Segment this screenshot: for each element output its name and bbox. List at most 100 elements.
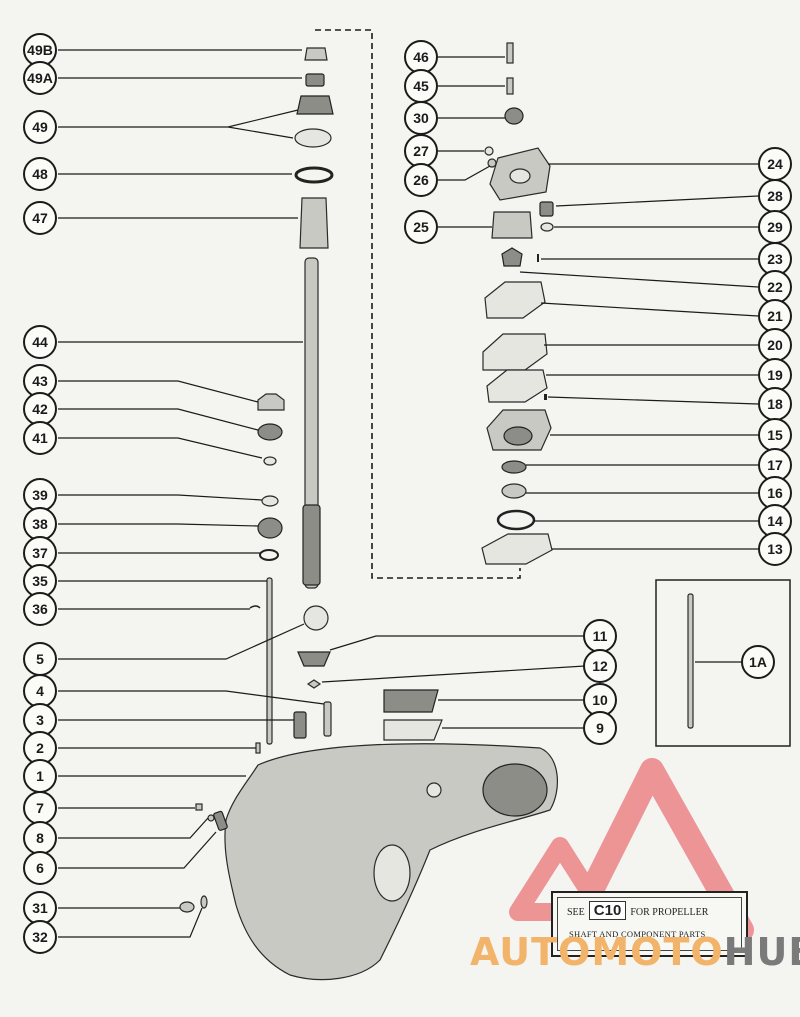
svg-text:37: 37 bbox=[32, 545, 48, 561]
part-4 bbox=[323, 701, 332, 737]
svg-text:29: 29 bbox=[767, 219, 783, 235]
svg-text:35: 35 bbox=[32, 573, 48, 589]
part-11-pinion bbox=[297, 651, 331, 667]
callout-47: 47 bbox=[23, 201, 57, 235]
part-3 bbox=[293, 711, 307, 739]
part-35-shift-shaft bbox=[266, 577, 273, 745]
callout-4: 4 bbox=[23, 674, 57, 708]
svg-text:1A: 1A bbox=[749, 654, 767, 670]
callout-1: 1 bbox=[23, 759, 57, 793]
svg-text:6: 6 bbox=[36, 860, 44, 876]
svg-text:46: 46 bbox=[413, 49, 429, 65]
part-10 bbox=[383, 689, 439, 713]
svg-text:4: 4 bbox=[36, 683, 44, 699]
svg-text:36: 36 bbox=[32, 601, 48, 617]
part-24-hole bbox=[509, 168, 531, 184]
svg-text:12: 12 bbox=[592, 658, 608, 674]
svg-text:10: 10 bbox=[592, 692, 608, 708]
callout-13: 13 bbox=[758, 532, 792, 566]
svg-text:30: 30 bbox=[413, 110, 429, 126]
part-46 bbox=[506, 42, 514, 64]
part-41 bbox=[263, 456, 277, 466]
part-49B bbox=[304, 47, 328, 61]
svg-text:17: 17 bbox=[767, 457, 783, 473]
callout-30: 30 bbox=[404, 101, 438, 135]
svg-text:3: 3 bbox=[36, 712, 44, 728]
part-9 bbox=[383, 719, 443, 741]
svg-text:32: 32 bbox=[32, 929, 48, 945]
callout-44: 44 bbox=[23, 325, 57, 359]
callout-42: 42 bbox=[23, 392, 57, 426]
part-47 bbox=[299, 197, 329, 249]
svg-text:9: 9 bbox=[596, 720, 604, 736]
note-line-2: SHAFT AND COMPONENT PARTS bbox=[569, 929, 706, 939]
part-27 bbox=[484, 146, 494, 156]
callout-37: 37 bbox=[23, 536, 57, 570]
part-20-plate bbox=[482, 333, 548, 371]
svg-text:25: 25 bbox=[413, 219, 429, 235]
svg-text:23: 23 bbox=[767, 251, 783, 267]
callout-27: 27 bbox=[404, 134, 438, 168]
svg-text:49: 49 bbox=[32, 119, 48, 135]
callout-49A: 49A bbox=[23, 61, 57, 95]
svg-text:26: 26 bbox=[413, 172, 429, 188]
svg-text:49A: 49A bbox=[27, 70, 53, 86]
callout-29: 29 bbox=[758, 210, 792, 244]
part-38 bbox=[257, 517, 283, 539]
part-21-gasket bbox=[484, 281, 546, 319]
svg-text:15: 15 bbox=[767, 427, 783, 443]
svg-text:20: 20 bbox=[767, 337, 783, 353]
part-48 bbox=[294, 166, 334, 184]
callout-20: 20 bbox=[758, 328, 792, 362]
callout-9: 9 bbox=[583, 711, 617, 745]
note-line1-rest: FOR PROPELLER bbox=[630, 907, 709, 918]
callout-28: 28 bbox=[758, 179, 792, 213]
callout-48: 48 bbox=[23, 157, 57, 191]
parts bbox=[179, 42, 694, 981]
part-30 bbox=[504, 107, 524, 125]
part-23 bbox=[537, 254, 539, 262]
part-5 bbox=[303, 605, 329, 631]
part-49-bearing bbox=[296, 95, 334, 115]
part-6 bbox=[213, 810, 228, 831]
callout-12: 12 bbox=[583, 649, 617, 683]
svg-text:1: 1 bbox=[36, 768, 44, 784]
part-1-boss bbox=[426, 782, 442, 798]
svg-text:19: 19 bbox=[767, 367, 783, 383]
svg-text:16: 16 bbox=[767, 485, 783, 501]
svg-text:43: 43 bbox=[32, 373, 48, 389]
part-1-bore bbox=[373, 844, 411, 902]
svg-text:18: 18 bbox=[767, 396, 783, 412]
callout-18: 18 bbox=[758, 387, 792, 421]
part-28 bbox=[539, 201, 554, 217]
part-45 bbox=[506, 77, 514, 95]
callout-39: 39 bbox=[23, 478, 57, 512]
callout-24: 24 bbox=[758, 147, 792, 181]
inset-frame bbox=[655, 579, 791, 747]
part-2 bbox=[255, 742, 261, 754]
part-1-water-intake bbox=[482, 763, 548, 817]
svg-text:14: 14 bbox=[767, 513, 783, 529]
callout-49: 49 bbox=[23, 110, 57, 144]
svg-text:48: 48 bbox=[32, 166, 48, 182]
part-1A bbox=[687, 593, 694, 729]
water-pump-group-outline bbox=[315, 29, 521, 579]
part-7 bbox=[195, 803, 203, 811]
callout-26: 26 bbox=[404, 163, 438, 197]
callout-38: 38 bbox=[23, 507, 57, 541]
part-19-gasket bbox=[486, 369, 548, 403]
svg-text:24: 24 bbox=[767, 156, 783, 172]
svg-text:44: 44 bbox=[32, 334, 48, 350]
part-31 bbox=[179, 901, 195, 913]
callout-14: 14 bbox=[758, 504, 792, 538]
part-36 bbox=[249, 605, 261, 609]
part-16 bbox=[501, 483, 527, 499]
callout-6: 6 bbox=[23, 851, 57, 885]
svg-text:13: 13 bbox=[767, 541, 783, 557]
callout-49B: 49B bbox=[23, 33, 57, 67]
part-22-impeller bbox=[501, 247, 523, 267]
callout-10: 10 bbox=[583, 683, 617, 717]
part-17 bbox=[501, 460, 527, 474]
part-15-bore bbox=[503, 426, 533, 446]
part-49A bbox=[305, 73, 325, 87]
